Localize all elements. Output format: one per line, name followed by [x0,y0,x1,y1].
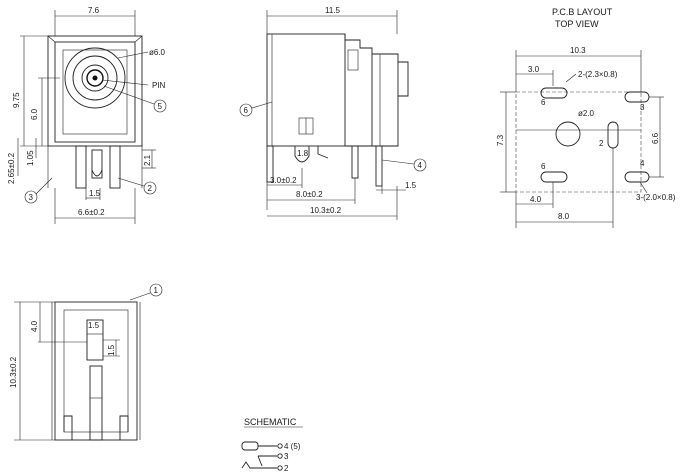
callout-2: 2 [148,184,153,193]
dim-hole-diameter: ø6.0 [149,48,166,57]
pcb-dim-30: 3.0 [528,65,540,74]
dim-height-total: 9.75 [12,92,21,108]
dim-103: 10.3±0.2 [310,206,342,215]
pcb-pin-6a: 6 [541,98,546,107]
bottom-dim-40: 4.0 [30,320,39,332]
callout-3: 3 [29,193,34,202]
callout-6: 6 [244,106,249,115]
pcb-dim-80: 8.0 [558,212,570,221]
pcb-pin-6b: 6 [541,162,546,171]
bottom-view: 1 1.5 1.5 4.0 10.3±0.2 [9,283,163,441]
dim-height-center: 6.0 [30,108,39,120]
pcb-label-2: 2-(2.3×0.8) [578,70,618,79]
dim-offset-105: 1.05 [26,150,35,166]
dim-30: 3.0±0.2 [270,176,297,185]
dim-offset-265: 2.65±0.2 [7,152,16,184]
bottom-dim-15b: 1.5 [107,344,116,356]
dim-width-115: 11.5 [325,6,341,15]
pcb-dim-66: 6.6 [651,132,660,144]
front-view: 7.6 ø6.0 PIN 5 9.75 [7,6,167,224]
callout-4: 4 [418,161,423,170]
callout-5: 5 [158,102,163,111]
dim-width-top: 7.6 [88,6,100,15]
bottom-dim-15a: 1.5 [88,321,100,330]
dim-15-side: 1.5 [405,181,417,190]
pcb-subtitle: TOP VIEW [555,19,599,29]
pcb-dim-103: 10.3 [570,46,586,55]
pcb-layout: P.C.B LAYOUT TOP VIEW 10.3 3.0 2-(2.3×0.… [496,7,676,228]
callout-1: 1 [154,286,159,295]
pcb-dim-20: ø2.0 [578,109,595,118]
schematic-terminal-2: 2 [284,464,289,473]
dim-80: 8.0±0.2 [296,190,323,199]
pcb-title: P.C.B LAYOUT [552,7,613,17]
pcb-dim-40: 4.0 [530,195,542,204]
pcb-pin-4: 4 [640,159,645,168]
dim-21: 2.1 [143,154,152,166]
pcb-pin-2: 2 [599,139,604,148]
pcb-dim-73: 7.3 [496,134,505,146]
schematic-terminal-3: 3 [284,452,289,461]
schematic-title: SCHEMATIC [244,417,297,427]
dim-18: 1.8 [297,149,309,158]
pcb-pin-3: 3 [640,103,645,112]
side-view: 11.5 6 1.8 4 3.0±0.2 [239,6,427,220]
pcb-label-3: 3-(2.0×0.8) [636,193,676,202]
schematic-terminal-4: 4 (5) [284,442,301,451]
pin-label: PIN [152,81,166,90]
schematic: SCHEMATIC 4 (5) 3 2 [241,417,303,473]
dim-width-bottom: 6.6±0.2 [78,208,105,217]
bottom-dim-103: 10.3±0.2 [9,356,18,388]
dim-15: 1.5 [89,189,101,198]
